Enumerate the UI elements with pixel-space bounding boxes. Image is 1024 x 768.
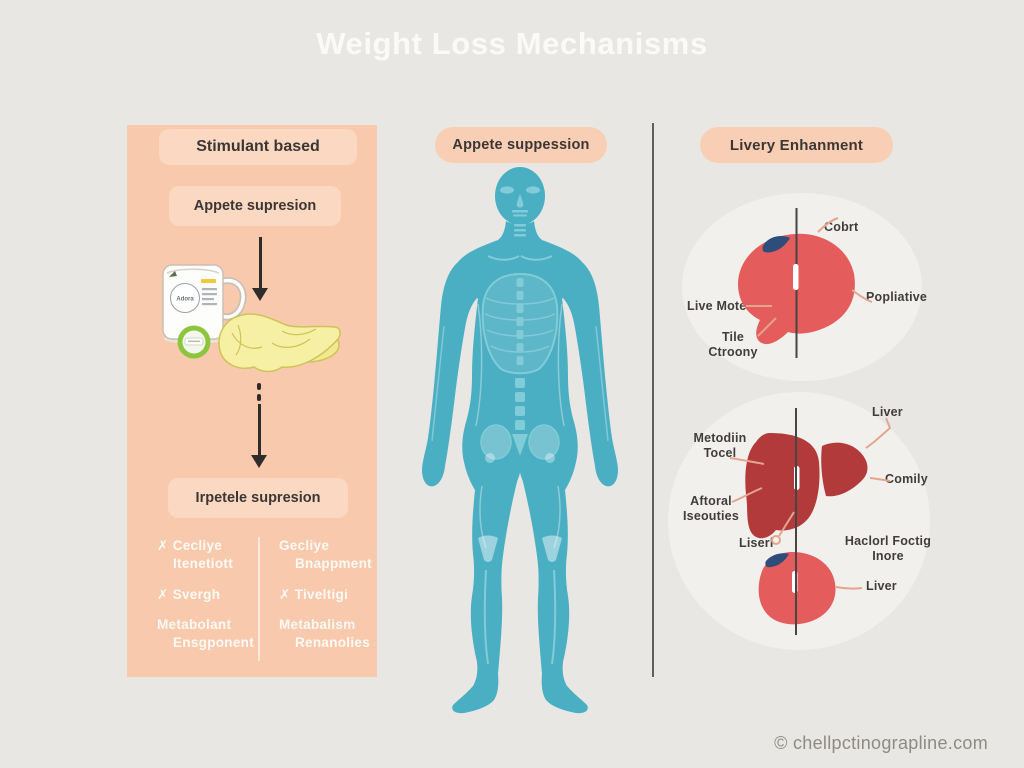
x-mark-icon: ✗ <box>279 587 291 602</box>
label-haclorl: Haclorl Foctig Inore <box>844 534 932 563</box>
leader-line <box>817 217 839 233</box>
axis-line <box>795 408 797 635</box>
label-liserl: Liserl <box>739 536 774 550</box>
panel-item: ✗ Tiveltigi <box>279 587 349 602</box>
pancreas-illustration <box>218 313 341 373</box>
watermark: © chellpctinograpline.com <box>774 733 988 753</box>
x-mark-icon: ✗ <box>157 587 169 602</box>
appetite-suppression-bubble: Appete supresion <box>169 186 341 226</box>
leader-line <box>869 477 891 482</box>
navy-patch <box>765 553 789 568</box>
label-popliative: Popliative <box>866 290 928 304</box>
label-live-mote: Live Mote <box>687 299 747 313</box>
x-mark-icon: ✗ <box>157 538 169 553</box>
panel-item: Metabolant Ensgponent <box>157 617 254 650</box>
leader-line <box>835 586 863 590</box>
label-liver-bottom: Liver <box>866 579 897 593</box>
leader-line <box>778 511 795 537</box>
leader-line <box>851 289 873 303</box>
down-arrow-icon <box>259 237 262 289</box>
down-arrow-head-icon <box>251 455 267 468</box>
leader-ring <box>771 535 781 545</box>
stimulant-panel: Stimulant based Appete supresion Adora <box>127 125 377 677</box>
down-arrow-icon <box>258 404 261 456</box>
leader-line <box>731 487 763 503</box>
liver-illustration-bottom <box>758 551 863 625</box>
panel-item: Gecliye Bnappment <box>279 538 372 571</box>
label-tile-ctroony: Tile Ctroony <box>708 330 758 359</box>
dotted-line-icon <box>257 383 261 390</box>
leader-line <box>729 457 765 465</box>
stimulant-header: Stimulant based <box>159 129 357 165</box>
label-aftoral-iseouties: Aftoral Iseouties <box>683 494 739 523</box>
label-liver-top: Liver <box>872 405 903 419</box>
liver-illustration-top <box>738 208 873 358</box>
appetite-suppression-pill: Appete suppession <box>435 127 607 163</box>
navy-patch <box>762 236 790 253</box>
label-cobrt: Cobrt <box>824 220 859 234</box>
section-divider <box>652 123 654 677</box>
panel-item: Metabalism Renanolies <box>279 617 371 650</box>
label-comily: Comily <box>885 472 928 486</box>
page-title: Weight Loss Mechanisms <box>316 26 708 61</box>
liver-illustration-middle <box>729 417 891 545</box>
marker-i <box>793 264 799 290</box>
panel-item: ✗ Cecliye Itenetiott <box>157 538 233 571</box>
leader-line <box>757 317 777 337</box>
items-divider <box>258 537 260 661</box>
leader-line <box>865 417 891 449</box>
dotted-line-icon <box>257 394 261 401</box>
liver-enhancement-pill: Livery Enhanment <box>700 127 893 163</box>
label-metodiin-tocel: Metodiin Tocel <box>693 431 747 460</box>
coffee-mug-illustration: Adora <box>162 264 247 359</box>
mug-brand-text: Adora <box>176 297 194 303</box>
intake-suppression-bubble: Irpetele supresion <box>168 478 348 518</box>
panel-item: ✗ Svergh <box>157 587 221 602</box>
human-body-illustration <box>422 167 618 714</box>
down-arrow-head-icon <box>252 288 268 301</box>
